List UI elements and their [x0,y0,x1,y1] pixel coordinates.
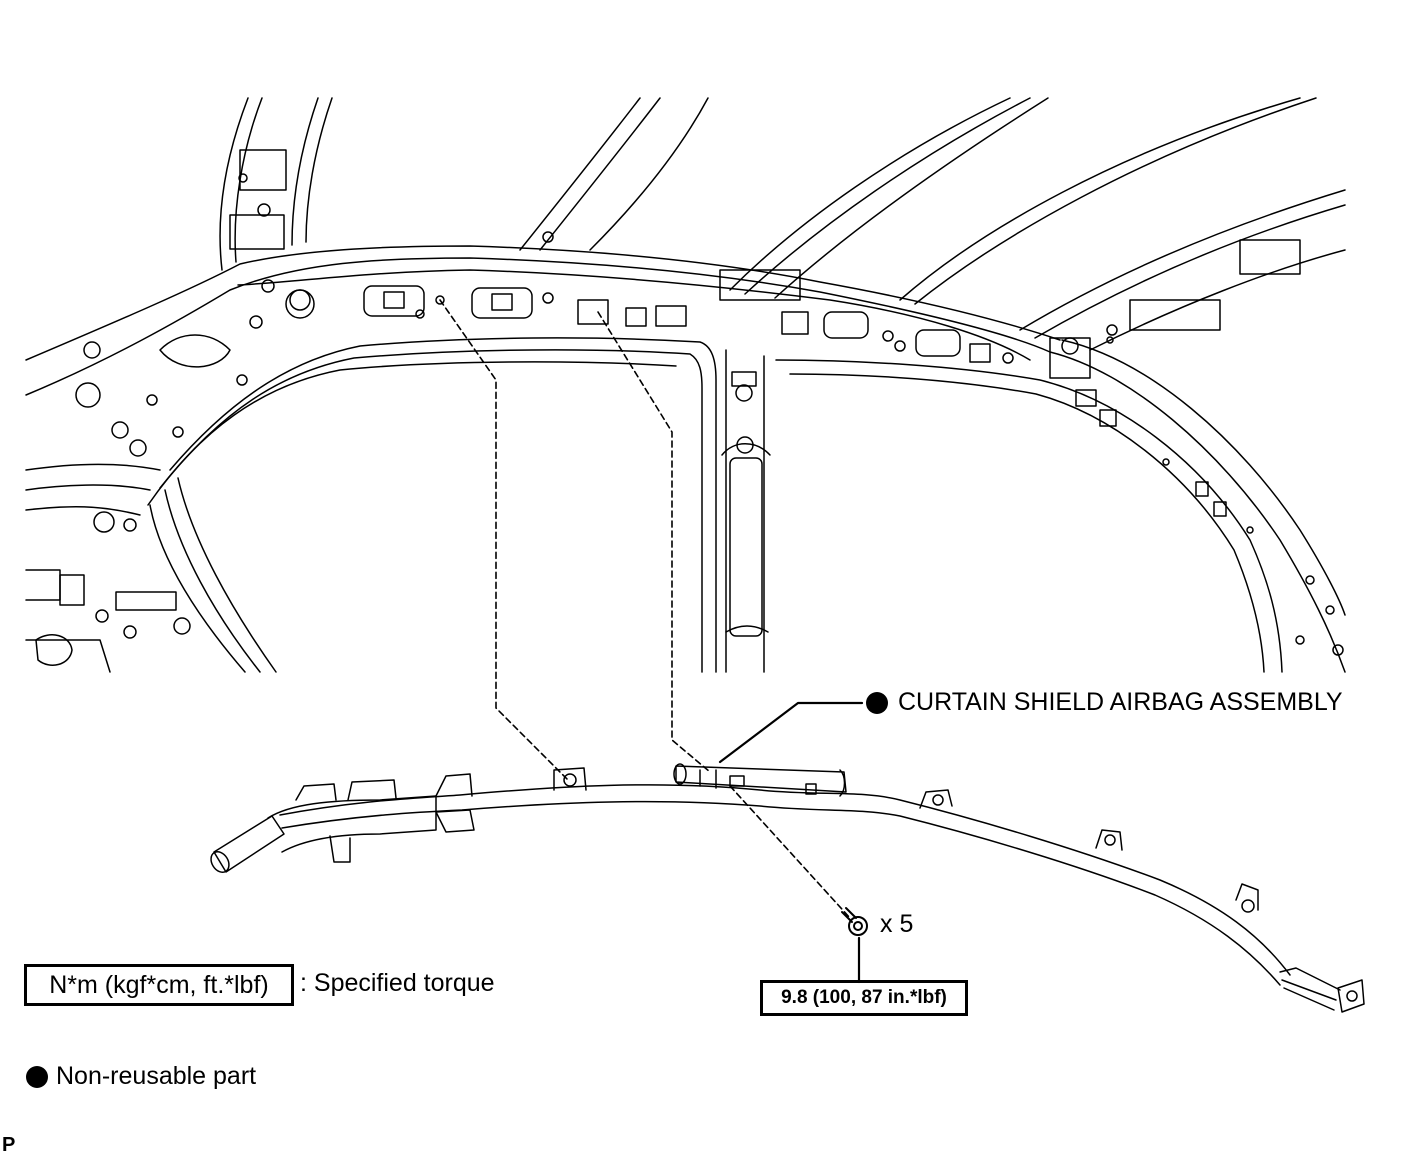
filled-circle-icon [26,1065,48,1088]
torque-value-box: 9.8 (100, 87 in.*lbf) [760,980,968,1016]
legend-torque-text: : Specified torque [300,969,495,997]
torque-value: 9.8 (100, 87 in.*lbf) [781,987,947,1008]
part-name: CURTAIN SHIELD AIRBAG ASSEMBLY [898,688,1343,716]
legend-torque-units-box: N*m (kgf*cm, ft.*lbf) [24,964,294,1006]
leader-lines [439,299,864,984]
legend-torque-units: N*m (kgf*cm, ft.*lbf) [49,970,269,999]
filled-circle-icon [866,691,888,714]
part-name-callout: CURTAIN SHIELD AIRBAG ASSEMBLY [866,688,1343,717]
bolt-quantity: x 5 [880,910,914,938]
legend-nonreusable: Non-reusable part [26,1062,256,1091]
vehicle-body-structure [25,97,1346,673]
bolt-icon [841,907,868,936]
corner-code: P [2,1134,16,1156]
curtain-shield-airbag-assembly [210,763,1365,1013]
legend-nonreusable-text: Non-reusable part [56,1062,257,1090]
